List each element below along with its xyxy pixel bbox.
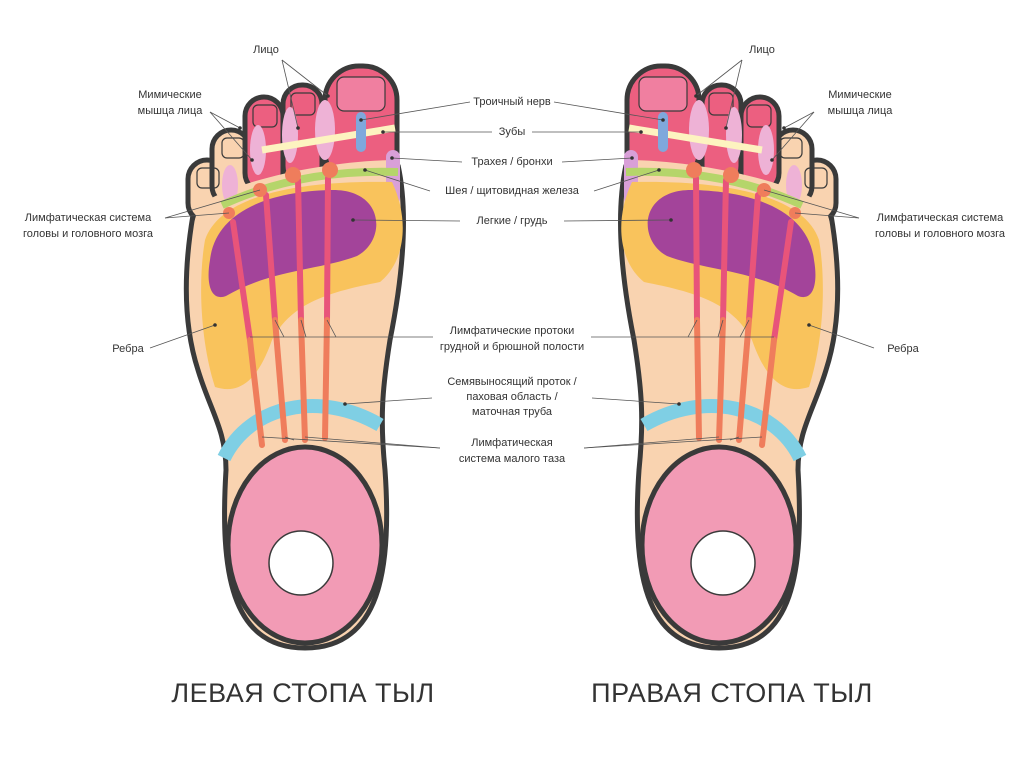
label-seminal-3: маточная труба	[472, 406, 553, 418]
label-lymph-head-right-1: Лимфатическая система	[877, 212, 1004, 224]
right-foot	[532, 60, 874, 648]
label-mimic-right-1: Мимические	[828, 89, 891, 101]
label-face-left: Лицо	[253, 44, 279, 56]
label-lymph-head-left-2: головы и головного мозга	[23, 228, 154, 240]
label-lymph-head-left-1: Лимфатическая система	[25, 212, 152, 224]
label-lymph-head-right-2: головы и головного мозга	[875, 228, 1006, 240]
label-lymph-ducts-1: Лимфатические протоки	[450, 325, 574, 337]
label-trigeminal: Троичный нерв	[473, 96, 551, 108]
title-right-foot: ПРАВАЯ СТОПА ТЫЛ	[591, 678, 873, 708]
label-mimic-right-2: мышца лица	[828, 105, 894, 117]
label-seminal-2: паховая область /	[466, 391, 558, 403]
label-face-right: Лицо	[749, 44, 775, 56]
label-teeth: Зубы	[499, 126, 526, 138]
label-neck: Шея / щитовидная железа	[445, 185, 580, 197]
label-mimic-left-2: мышца лица	[138, 105, 204, 117]
label-seminal-1: Семявыносящий проток /	[447, 376, 577, 388]
label-ribs-left: Ребра	[112, 343, 144, 355]
left-foot	[150, 60, 492, 648]
label-lymph-ducts-2: грудной и брюшной полости	[440, 341, 584, 353]
label-lymph-pelvis-1: Лимфатическая	[471, 437, 553, 449]
title-left-foot: ЛЕВАЯ СТОПА ТЫЛ	[171, 678, 434, 708]
label-ribs-right: Ребра	[887, 343, 919, 355]
label-lungs: Легкие / грудь	[477, 215, 548, 227]
label-mimic-left-1: Мимические	[138, 89, 201, 101]
label-lymph-pelvis-2: система малого таза	[459, 453, 566, 465]
label-trachea: Трахея / бронхи	[471, 156, 552, 168]
